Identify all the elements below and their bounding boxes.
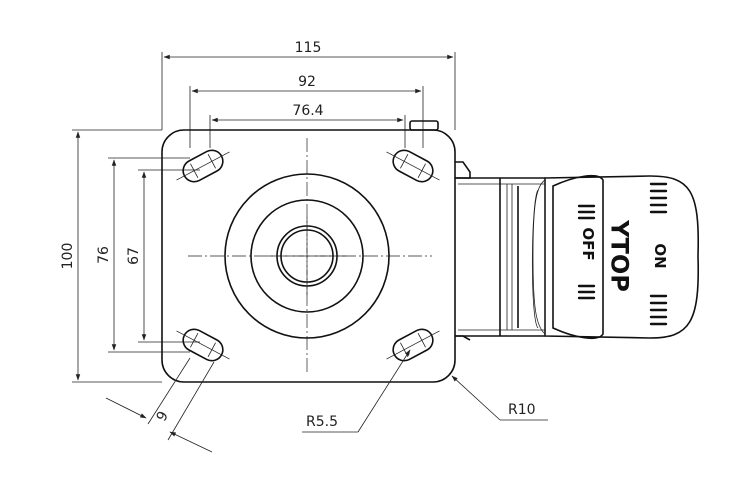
top-plate [161,129,456,383]
center-lines [188,138,432,372]
dimension-9: 9 [105,357,215,453]
brake-arm [455,161,545,341]
mounting-slot-top-right [386,149,440,183]
dim-label-9: 9 [154,409,172,424]
dim-label-r10: R10 [508,402,536,418]
dim-label-115: 115 [295,40,322,56]
dimension-100: 100 [60,131,81,381]
dimension-115: 115 [163,40,454,60]
dimension-r5-5: R5.5 [302,349,411,433]
dim-label-67: 67 [126,247,142,265]
dim-label-r5-5: R5.5 [306,414,338,430]
brake-pedal [531,174,700,340]
plate-tab [409,120,439,131]
dimension-92: 92 [191,74,422,94]
brand-label: YTOP [606,219,634,292]
extension-lines [72,52,456,383]
dimension-67: 67 [126,171,147,341]
dimension-r10: R10 [451,375,548,421]
dimension-76: 76 [96,159,117,351]
mounting-slot-bottom-right [386,328,440,362]
dim-label-100: 100 [60,243,76,270]
dim-label-92: 92 [298,74,316,90]
dim-label-76: 76 [96,246,112,264]
off-label: OFF [579,227,597,260]
dimension-76-4: 76.4 [211,103,404,123]
center-bearing [224,173,390,339]
dim-label-76-4: 76.4 [292,103,323,119]
on-label: ON [651,243,669,268]
pedal-grip-ridges [577,182,668,326]
mounting-slot-bottom-left [176,328,230,362]
mounting-slot-top-left [176,149,230,183]
